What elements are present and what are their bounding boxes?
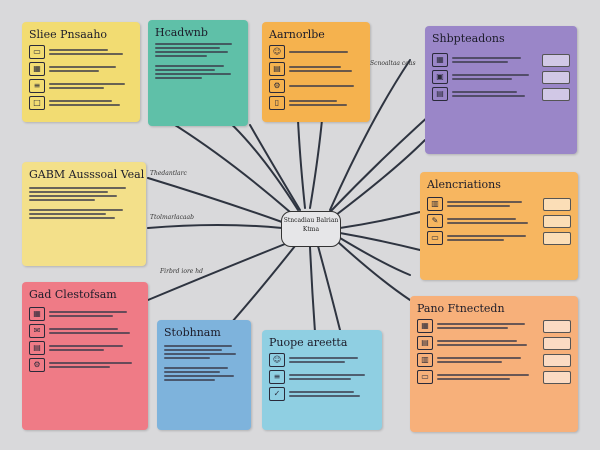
tag bbox=[542, 87, 570, 101]
edit-icon: ✎ bbox=[427, 214, 443, 228]
tag bbox=[543, 214, 571, 228]
box-icon: □ bbox=[29, 96, 45, 110]
list-icon: ≡ bbox=[29, 79, 45, 93]
connector-blue bbox=[231, 245, 296, 323]
tag bbox=[543, 370, 571, 384]
image-icon: ▣ bbox=[432, 70, 448, 84]
card-cyan: Puope areetta ☺ ≡ ✓ bbox=[262, 330, 382, 430]
connector-orange-top-2 bbox=[309, 119, 323, 209]
tag bbox=[543, 353, 571, 367]
connector-orange-mid bbox=[339, 211, 421, 229]
card-teal-top: Hcadwnb bbox=[148, 20, 248, 126]
person-icon: ☺ bbox=[269, 45, 285, 59]
tag bbox=[543, 336, 571, 350]
card-title: Alencriations bbox=[427, 178, 501, 191]
card-yellow-top: Sliee Pnsaaho ▭ ▦ ≡ □ bbox=[22, 22, 140, 122]
card-title: Pano Ftnectedn bbox=[417, 302, 505, 315]
mail-icon: ✉ bbox=[29, 324, 45, 338]
grid-icon: ▦ bbox=[29, 62, 45, 76]
card-title: Stobhnam bbox=[164, 326, 221, 339]
document-icon: ▤ bbox=[417, 336, 433, 350]
center-node: Stncadiau Balrian Ktma bbox=[281, 211, 341, 247]
connector-teal-top-2 bbox=[249, 124, 301, 211]
list-icon: ≡ bbox=[269, 370, 285, 384]
edge-label: Ttolmarlacaab bbox=[150, 214, 194, 221]
connector-cyan-2 bbox=[317, 245, 341, 331]
card-title: Sliee Pnsaaho bbox=[29, 28, 108, 41]
edge-label: Thedantlarc bbox=[150, 170, 187, 177]
folder-icon: ▭ bbox=[427, 231, 443, 245]
connector-peach bbox=[337, 241, 411, 301]
tag bbox=[542, 70, 570, 84]
card-title: Aarnorlbe bbox=[269, 28, 325, 41]
connector-peach-2 bbox=[339, 237, 411, 276]
chart-icon: ▥ bbox=[417, 353, 433, 367]
card-title: Gad Clestofsam bbox=[29, 288, 117, 301]
card-pink: Gad Clestofsam ▦ ✉ ▤ ⚙ bbox=[22, 282, 148, 430]
connector-orange-mid-2 bbox=[339, 232, 421, 251]
connector-yellow-mid-2 bbox=[147, 224, 283, 229]
card-title: Puope areetta bbox=[269, 336, 348, 349]
check-icon: ✓ bbox=[269, 387, 285, 401]
settings-icon: ⚙ bbox=[29, 358, 45, 372]
document-icon: ▤ bbox=[432, 87, 448, 101]
card-orange-mid: Alencriations ▥ ✎ ▭ bbox=[420, 172, 578, 280]
tag bbox=[543, 231, 571, 245]
tag bbox=[542, 53, 570, 67]
clipboard-icon: ▯ bbox=[269, 96, 285, 110]
card-peach: Pano Ftnectedn ▦ ▤ ▥ ▭ bbox=[410, 296, 578, 432]
card-blue: Stobhnam bbox=[157, 320, 251, 430]
connector-orange-top bbox=[297, 119, 306, 209]
chart-icon: ▥ bbox=[427, 197, 443, 211]
gear-icon: ⚙ bbox=[269, 79, 285, 93]
edge-label: Firbrd iore hd bbox=[160, 268, 203, 275]
tag bbox=[543, 319, 571, 333]
card-yellow-mid: GABM Ausssoal Veal bbox=[22, 162, 146, 266]
connector-cyan bbox=[309, 246, 316, 333]
table-icon: ▦ bbox=[29, 307, 45, 321]
folder-icon: ▭ bbox=[29, 45, 45, 59]
card-title: Hcadwnb bbox=[155, 26, 208, 39]
chart-icon: ▤ bbox=[269, 62, 285, 76]
connector-purple-2 bbox=[335, 139, 426, 216]
connector-teal-top bbox=[224, 117, 299, 211]
table-icon: ▦ bbox=[432, 53, 448, 67]
folder-icon: ▭ bbox=[417, 370, 433, 384]
card-purple: Shbpteadons ▦ ▣ ▤ bbox=[425, 26, 577, 154]
card-title: GABM Ausssoal Veal bbox=[29, 168, 145, 181]
tag bbox=[543, 197, 571, 211]
calendar-icon: ▤ bbox=[29, 341, 45, 355]
connector-yellow-top bbox=[174, 124, 291, 213]
table-icon: ▦ bbox=[417, 319, 433, 333]
user-icon: ☺ bbox=[269, 353, 285, 367]
card-title: Shbpteadons bbox=[432, 32, 505, 45]
connector-purple bbox=[329, 114, 431, 213]
edge-label: Scnoaltaa coas bbox=[370, 60, 416, 67]
card-orange-top: Aarnorlbe ☺ ▤ ⚙ ▯ bbox=[262, 22, 370, 122]
